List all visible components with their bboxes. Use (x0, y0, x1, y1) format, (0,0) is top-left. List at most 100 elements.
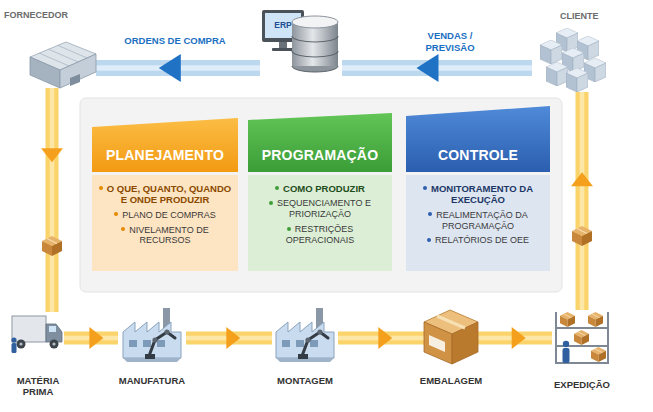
client-buildings-icon (566, 68, 588, 92)
flow-band (478, 332, 552, 345)
node-label: CLIENTE (560, 11, 599, 21)
erp-computer-icon (272, 48, 294, 51)
flow-band (576, 92, 589, 310)
truck-icon (49, 326, 56, 332)
band-highlight (580, 92, 585, 310)
bullet-dot (114, 212, 118, 216)
node-label: MANUFATURA (119, 376, 185, 387)
flow-connector-group (41, 88, 63, 312)
bullet-dot (427, 238, 431, 242)
shipping-shelves-icon (563, 348, 570, 363)
shipping-shelves-icon (556, 312, 608, 364)
node-label: MONTAGEM (277, 376, 333, 387)
client-buildings-icon (540, 40, 562, 64)
bullet-item: RELATÓRIOS DE OEE (412, 235, 544, 246)
icon-node: ERP (260, 8, 342, 72)
panel-backdrop (80, 98, 562, 292)
bullet-item: SEQUENCIAMENTO E PRIORIZAÇÃO (254, 198, 386, 220)
truck-icon (50, 340, 59, 349)
erp-computer-icon (262, 10, 304, 42)
assembly-plant-icon (276, 308, 334, 362)
shipping-shelves-icon (556, 345, 608, 347)
flow-connector-group (96, 54, 260, 82)
icon-node: CLIENTE (532, 26, 610, 92)
flow-band (338, 332, 424, 345)
flow-connector-group (338, 327, 424, 349)
warehouse-icon (57, 45, 87, 58)
truck-icon (19, 342, 22, 345)
band-highlight (186, 336, 272, 341)
arrow-head (417, 54, 439, 82)
erp-computer-icon (292, 60, 338, 72)
bullet-item: PLANO DE COMPRAS (98, 210, 232, 221)
icon-node: MONTAGEM (272, 308, 338, 364)
panel-header: PROGRAMAÇÃO (248, 113, 392, 172)
packaging-box-icon (424, 310, 478, 334)
bullet-text: PLANO DE COMPRAS (122, 210, 216, 220)
panel-body: COMO PRODUZIR SEQUENCIAMENTO E PRIORIZAÇÃ… (248, 175, 392, 271)
client-buildings-icon (577, 36, 599, 60)
bullet-dot (269, 201, 273, 205)
node-label: EXPEDIÇÃO (554, 380, 610, 391)
arrow-head (571, 172, 593, 186)
shipping-shelves-icon (591, 347, 606, 362)
bullet-dot (99, 186, 103, 190)
package-icon (42, 236, 62, 256)
arrow-head (159, 54, 181, 82)
stage-panel: CONTROLE MONITORAMENTO DA EXECUÇÃO REALIME… (406, 106, 550, 271)
warehouse-icon (30, 42, 96, 70)
band-highlight (342, 65, 532, 71)
stage-panel: PROGRAMAÇÃO COMO PRODUZIR SEQUENCIAMENTO E… (248, 113, 392, 271)
shipping-shelves-icon (607, 312, 609, 364)
panel-body: MONITORAMENTO DA EXECUÇÃO REALIMENTAÇÃO D… (406, 175, 550, 271)
client-buildings-icon (546, 62, 568, 86)
packaging-box-icon (437, 316, 465, 328)
erp-computer-icon (292, 22, 338, 66)
bullet-text: O QUE, QUANTO, QUANDO E ONDE PRODUZIR (107, 183, 231, 205)
edge-label: ORDENS DE COMPRA (112, 35, 238, 47)
node-label: ERP (265, 21, 301, 31)
node-label: MATÉRIA PRIMA (10, 376, 66, 398)
edge-label: VENDAS / PREVISÃO (408, 30, 492, 54)
warehouse-icon (70, 74, 80, 86)
truck-icon (12, 343, 17, 353)
client-buildings-icon (540, 28, 606, 92)
erp-computer-icon (292, 66, 338, 72)
shipping-shelves-icon (556, 362, 608, 364)
bullet-item: COMO PRODUZIR (254, 183, 386, 194)
packaging-box-icon (429, 335, 445, 352)
bullet-item: O QUE, QUANTO, QUANDO E ONDE PRODUZIR (98, 183, 232, 206)
packaging-box-icon (424, 310, 478, 364)
band-highlight (478, 336, 552, 341)
erp-computer-icon (262, 10, 338, 72)
package-icon (572, 226, 592, 246)
bullet-dot (287, 227, 291, 231)
icon-node: EXPEDIÇÃO (552, 310, 612, 366)
bullet-text: RELATÓRIOS DE OEE (435, 235, 529, 245)
icon-node: MATÉRIA PRIMA (10, 312, 64, 362)
stage-panel: PLANEJAMENTO O QUE, QUANTO, QUANDO E ONDE… (92, 118, 238, 271)
bullet-item: NIVELAMENTO DE RECURSOS (98, 225, 232, 247)
panel-title: CONTROLE (438, 147, 518, 163)
warehouse-icon (30, 57, 60, 88)
bullet-item: MONITORAMENTO DA EXECUÇÃO (412, 183, 544, 206)
flow-band (96, 60, 260, 76)
panel-title: PLANEJAMENTO (106, 147, 224, 163)
arrow-head (89, 327, 103, 349)
icon-node: FORNECEDOR (28, 40, 96, 88)
panel-header: PLANEJAMENTO (92, 118, 238, 172)
warehouse-icon (30, 42, 96, 88)
panel-header: CONTROLE (406, 106, 550, 172)
flow-band (186, 332, 272, 345)
arrow-head (512, 327, 526, 349)
flow-connector-group (478, 327, 552, 349)
bullet-text: REALIMENTAÇÃO DA PROGRAMAÇÃO (436, 210, 527, 231)
erp-computer-icon (265, 13, 301, 38)
flow-connector-group (571, 92, 593, 310)
bullet-item: REALIMENTAÇÃO DA PROGRAMAÇÃO (412, 210, 544, 232)
icon-node: EMBALAGEM (424, 308, 478, 364)
assembly-plant-icon (276, 308, 334, 362)
warehouse-icon (60, 54, 96, 88)
shipping-shelves-icon (555, 312, 557, 364)
